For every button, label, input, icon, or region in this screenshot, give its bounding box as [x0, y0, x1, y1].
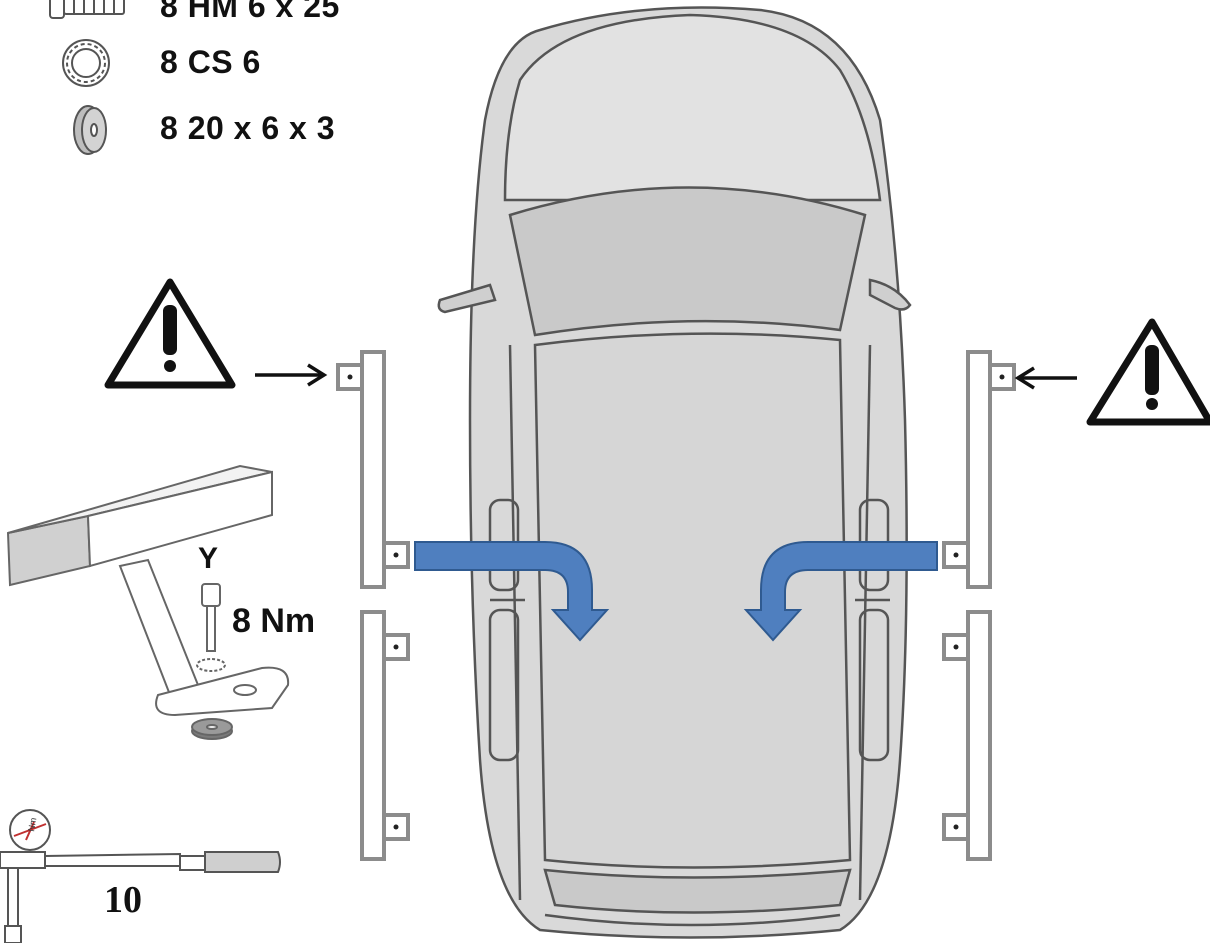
right-rear-foot-tab-top	[942, 633, 970, 661]
right-rear-foot	[966, 610, 992, 861]
car-hood	[503, 13, 882, 202]
parts-label-bolt: 8 HM 6 x 25	[160, 0, 340, 24]
wrench-size-label: 10	[104, 879, 142, 921]
left-rear-foot	[360, 610, 386, 861]
left-rear-foot-tab-top	[382, 633, 410, 661]
torque-wrench-icon	[0, 809, 281, 943]
torque-dial-nm: Nm	[26, 817, 38, 833]
parts-label-spacer-washer: 8 20 x 6 x 3	[160, 110, 336, 146]
car-roof	[533, 332, 852, 869]
left-warning-icon	[104, 278, 236, 389]
spacer-washer-icon	[73, 105, 107, 155]
left-rear-window	[488, 608, 520, 762]
foot-tab-dots	[347, 374, 1005, 830]
parts-label-serrated-washer: 8 CS 6	[160, 44, 261, 80]
left-mirror	[437, 283, 497, 314]
left-front-foot	[360, 350, 386, 589]
right-door-line	[858, 344, 872, 901]
roof-bar-feet	[336, 350, 1016, 861]
serrated-washer-icon	[62, 39, 110, 87]
torque-value-label: 8 Nm	[232, 602, 316, 640]
car-rear-window	[543, 868, 852, 914]
right-rear-window	[858, 608, 890, 762]
right-placement-arrow	[743, 541, 938, 642]
car-rear-bumper	[544, 913, 841, 927]
bolt-callout-label: Y	[198, 542, 219, 575]
left-placement-arrow	[414, 541, 610, 642]
car-windshield	[508, 186, 867, 337]
right-mirror	[868, 278, 912, 311]
right-warning-icon	[1086, 318, 1210, 426]
roof-bar-detail	[6, 464, 290, 740]
car-top-view	[437, 6, 912, 939]
left-door-line	[508, 344, 522, 901]
right-pointer-arrow	[1014, 366, 1077, 390]
bolt-icon	[49, 0, 125, 19]
right-front-foot	[966, 350, 992, 589]
left-pointer-arrow	[255, 363, 328, 387]
